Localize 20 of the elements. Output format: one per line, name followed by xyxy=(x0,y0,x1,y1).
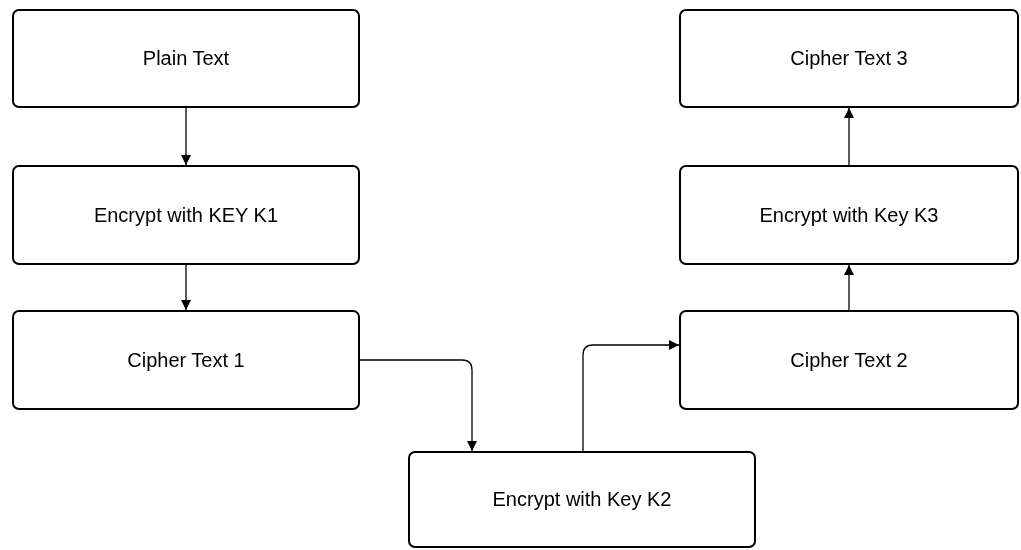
arrow xyxy=(181,107,191,166)
process-box xyxy=(679,165,1019,265)
box-label: Encrypt with KEY K1 xyxy=(93,203,279,227)
box-label: Cipher Text 1 xyxy=(127,348,245,372)
process-box xyxy=(12,9,360,108)
box-label: Cipher Text 2 xyxy=(790,348,908,372)
box-label: Cipher Text 3 xyxy=(790,47,908,70)
process-box xyxy=(12,310,360,410)
arrow xyxy=(181,264,191,311)
process-box xyxy=(679,310,1019,410)
arrow xyxy=(359,359,477,452)
arrow xyxy=(844,107,854,166)
box-label: Encrypt with Key K2 xyxy=(492,488,672,511)
box-label: Encrypt with Key K3 xyxy=(759,203,939,227)
arrow xyxy=(582,340,680,452)
process-box xyxy=(408,451,756,548)
box-label: Plain Text xyxy=(142,47,230,70)
process-box xyxy=(12,165,360,265)
process-box xyxy=(679,9,1019,108)
arrow xyxy=(844,264,854,311)
